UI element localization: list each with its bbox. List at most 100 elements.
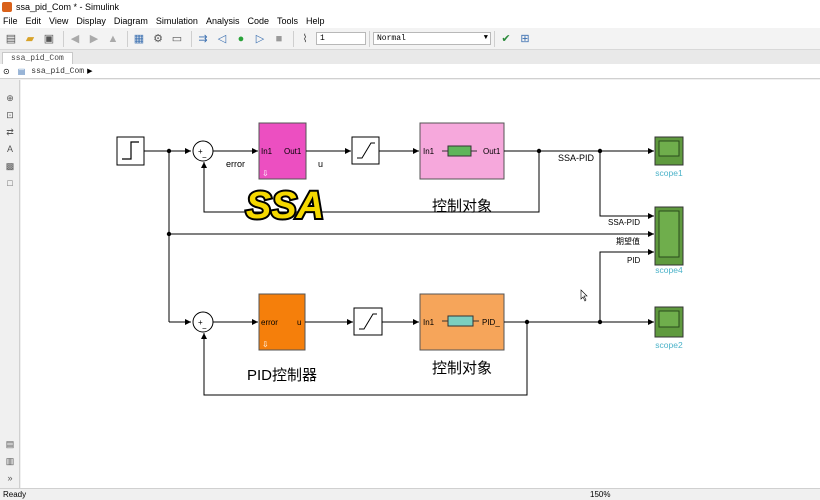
update-diagram-icon[interactable]: ⇉ [198,33,208,45]
saturation-block-top[interactable] [351,136,380,165]
feedback-line-bottom[interactable] [201,322,528,396]
pid-controller-block[interactable]: error u ⇩ [258,293,306,351]
simulink-logo-icon [2,2,12,12]
step-forward-icon[interactable]: ▷ [255,33,265,45]
menu-edit[interactable]: Edit [25,16,42,26]
step-back-icon[interactable]: ◁ [217,33,227,45]
plant-bottom-caption: 控制对象 [432,360,492,377]
plant-top-caption: 控制对象 [432,198,492,215]
image-icon[interactable]: ▩ [5,160,15,171]
title-bar: ssa_pid_Com * - Simulink [0,0,820,14]
expand-icon[interactable]: » [7,473,13,483]
left-palette: ⊕ ⊡ ⇄ A ▩ □ ▤ ▥ » [0,80,20,488]
ssa-overlay-label: SSA [246,185,324,227]
pid-in-port: error [261,318,278,327]
gain-icon [447,145,472,157]
subsystem-link-icon: ⇩ [262,340,269,349]
toolbar-separator [293,30,294,47]
zoom-level: 150% [590,490,611,499]
menu-simulation[interactable]: Simulation [155,16,198,26]
signal-label-pid: PID [627,256,641,265]
block-diagram: + − error In1 Out1 ⇩ u In1 Out1 控制对 [116,122,684,396]
simulation-mode-select[interactable]: Normal ▼ [373,32,491,45]
mouse-cursor-icon [580,289,588,302]
saturation-block-bottom[interactable] [353,307,383,336]
plant-block-bottom[interactable]: In1 PID_ [419,293,505,351]
model-advisor-check-icon[interactable]: ✔ [501,33,511,45]
menu-help[interactable]: Help [306,16,325,26]
gain-icon [447,315,474,327]
toolbar-separator [63,30,64,47]
arrows-icon[interactable]: ⇄ [6,126,14,137]
pid-caption: PID控制器 [247,367,317,384]
new-model-icon[interactable]: ▤ [5,33,17,45]
menu-view[interactable]: View [49,16,69,26]
signal-label-setpoint: 期望值 [616,236,640,246]
ssa-controller-block[interactable]: In1 Out1 ⇩ [258,122,307,180]
open-folder-icon[interactable]: ▰ [25,33,35,45]
fit-to-view-icon[interactable]: ⊡ [6,109,14,120]
model-explorer-icon[interactable]: ▭ [171,33,183,45]
model-settings-gear-icon[interactable]: ⚙ [153,33,163,45]
status-bar: Ready 150% [0,488,820,500]
hide-browser-icon[interactable]: ⊙ [3,66,10,76]
toolbar-separator [494,30,495,47]
signal-logging-icon[interactable]: ⌇ [302,33,308,45]
plant-block-top[interactable]: In1 Out1 [419,122,505,180]
plant-bottom-out-port: PID_ [482,318,500,327]
up-icon[interactable]: ▲ [107,32,119,45]
library-browser-icon[interactable]: ▦ [133,33,145,45]
menu-analysis[interactable]: Analysis [205,16,240,26]
sum-sign-minus: − [202,153,207,162]
scope4-block[interactable] [654,206,684,266]
plant-bottom-in-port: In1 [423,318,435,327]
simulation-mode-value: Normal [377,34,406,43]
ssa-out-port: Out1 [284,147,302,156]
forward-icon[interactable]: ▶ [89,33,99,45]
dashboard-grid-icon[interactable]: ⊞ [520,33,530,45]
back-icon[interactable]: ◀ [70,33,80,45]
sum-block-top[interactable]: + − [192,140,214,162]
zoom-in-icon[interactable]: ⊕ [6,92,14,103]
chevron-down-icon: ▼ [483,34,488,42]
area-icon[interactable]: □ [7,178,13,188]
sum-sign-plus: + [198,318,203,327]
toolbar-separator [369,30,370,47]
run-icon[interactable]: ● [237,32,245,45]
signal-label-error: error [226,159,245,169]
menu-display[interactable]: Display [76,16,106,26]
sum-block-bottom[interactable]: + − [192,311,214,333]
scope4-label: scope4 [655,265,683,275]
sum-sign-minus: − [202,324,207,333]
window-title: ssa_pid_Com * - Simulink [16,2,120,12]
step-source-block[interactable] [116,136,145,166]
save-icon[interactable]: ▣ [43,33,55,45]
model-icon: ▤ [17,66,26,76]
menu-tools[interactable]: Tools [276,16,298,26]
plant-top-out-port: Out1 [483,147,501,156]
chevron-right-icon[interactable]: ▶ [87,68,93,75]
menu-code[interactable]: Code [247,16,269,26]
ssa-in-port: In1 [261,147,273,156]
subsystem-link-icon: ⇩ [262,169,269,178]
toolbar-separator [191,30,192,47]
menu-diagram[interactable]: Diagram [113,16,148,26]
scope2-block[interactable] [654,306,684,338]
breadcrumb[interactable]: ssa_pid_Com [31,66,85,76]
scope1-block[interactable] [654,136,684,166]
annotation-icon[interactable]: A [6,144,13,154]
model-browser-icon[interactable]: ▤ [5,438,15,449]
signal-label-ssa-pid-mid: SSA-PID [608,218,640,227]
signal-line-ssa-pid-scope4[interactable] [599,151,654,219]
stop-icon[interactable]: ■ [275,32,283,45]
viewer-icon[interactable]: ▥ [5,455,15,466]
model-tab-bar: ssa_pid_Com [0,50,820,64]
stop-time-input[interactable]: 1 [316,32,366,45]
scope1-label: scope1 [655,168,683,178]
signal-line-pid-scope4[interactable] [599,249,654,322]
model-canvas[interactable]: + − error In1 Out1 ⇩ u In1 Out1 控制对 [21,80,820,488]
tab-ssa-pid-com[interactable]: ssa_pid_Com [2,52,73,64]
signal-label-ssa-pid-top: SSA-PID [558,153,595,163]
feedback-line-top[interactable] [201,151,540,213]
menu-file[interactable]: File [3,16,18,26]
